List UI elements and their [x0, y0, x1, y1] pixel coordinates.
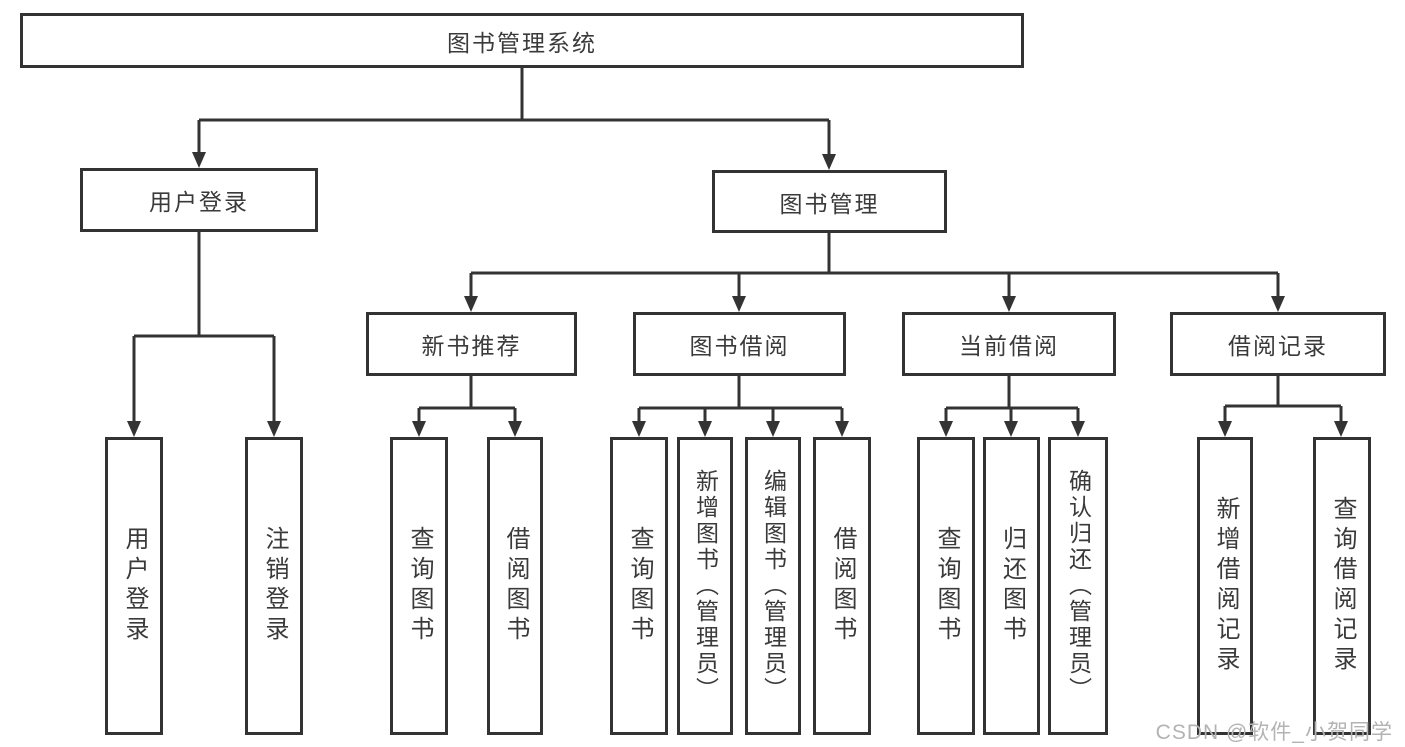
node-borrowing-records: 借阅记录	[1170, 312, 1386, 376]
node-return-books: 归还图书	[983, 437, 1040, 735]
node-query-books-current: 查询图书	[917, 437, 975, 735]
node-book-borrowing: 图书借阅	[633, 312, 846, 376]
node-borrow-books-recommend: 借阅图书	[487, 437, 543, 735]
node-borrow-books-borrowing: 借阅图书	[813, 437, 871, 735]
node-user-login-leaf: 用户登录	[105, 437, 163, 735]
node-confirm-return-admin: 确认归还（管理员）	[1048, 437, 1108, 735]
node-user-login: 用户登录	[80, 168, 318, 232]
node-library-system: 图书管理系统	[20, 13, 1024, 68]
node-add-borrow-record: 新增借阅记录	[1197, 437, 1253, 735]
node-edit-books-admin: 编辑图书（管理员）	[745, 437, 801, 735]
node-logout-leaf: 注销登录	[245, 437, 303, 735]
node-query-books-recommend: 查询图书	[390, 437, 448, 735]
node-new-book-recommendation: 新书推荐	[366, 312, 577, 376]
node-add-books-admin: 新增图书（管理员）	[677, 437, 733, 735]
csdn-watermark: CSDN @软件_小贺同学	[1155, 721, 1393, 744]
node-query-borrow-record: 查询借阅记录	[1313, 437, 1371, 735]
node-query-books-borrowing: 查询图书	[610, 437, 668, 735]
node-book-management: 图书管理	[712, 170, 947, 233]
node-current-borrowing: 当前借阅	[902, 312, 1116, 376]
